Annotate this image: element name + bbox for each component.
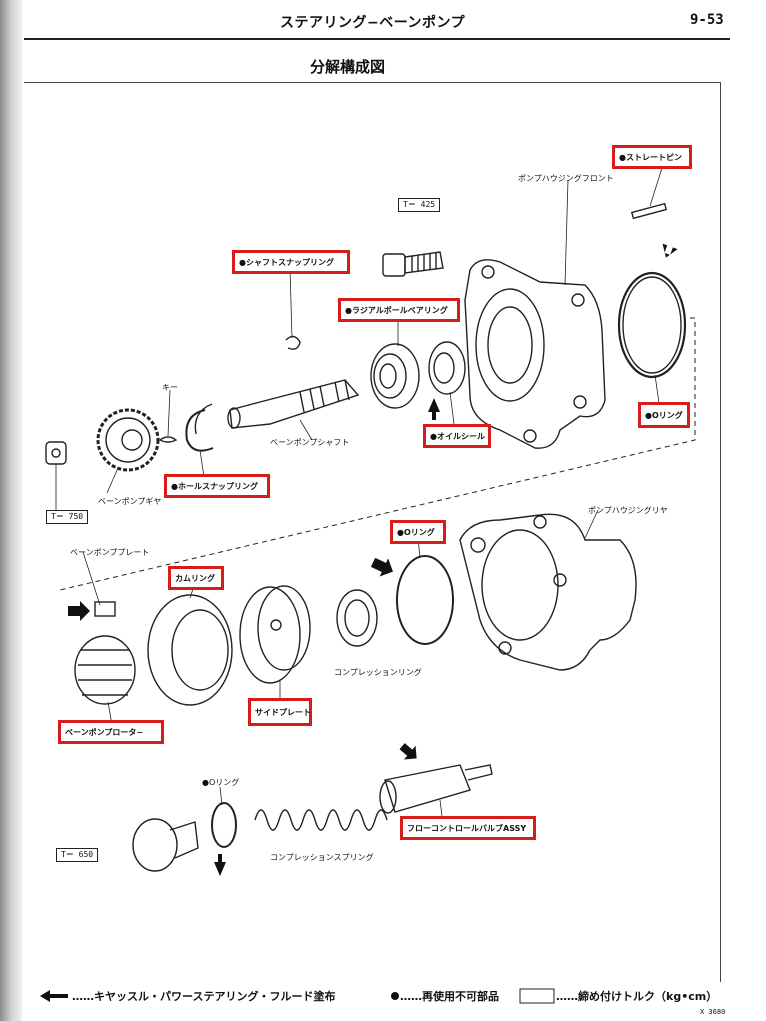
header-title: ステアリング−ベーンポンプ xyxy=(280,15,466,31)
legend-arrow-icon xyxy=(40,990,68,1002)
label-radial-ball-bearing: ●ラジアルボールベアリング xyxy=(338,298,460,322)
label-pump-housing-rear: ポンプハウジングリヤ xyxy=(588,506,668,515)
book-binding-shadow xyxy=(0,0,22,1021)
page-number: 9-53 xyxy=(690,12,724,28)
label-oil-seal: ●オイルシール xyxy=(423,424,491,448)
o-ring-large-part xyxy=(617,271,687,379)
vane-plate-part xyxy=(94,601,116,617)
o-ring-2-part xyxy=(396,555,454,645)
frame-right-line xyxy=(720,82,721,982)
bolt-part xyxy=(382,251,444,277)
vane-pump-shaft-part xyxy=(227,379,360,429)
figure-code: X 3680 xyxy=(700,1008,726,1016)
fluid-arrow-icon-1 xyxy=(662,243,678,258)
legend-dot-icon xyxy=(391,992,399,1000)
radial-bearing-part xyxy=(370,343,420,409)
compression-ring-part xyxy=(336,589,378,647)
oil-seal-part xyxy=(428,341,466,395)
label-vane-pump-plate: ベーンポンププレート xyxy=(70,548,150,557)
section-title: 分解構成図 xyxy=(310,58,386,76)
flow-control-valve-part xyxy=(379,764,493,814)
pump-housing-rear-part xyxy=(459,513,637,671)
label-vane-pump-rotor: ベーンポンプロータ− xyxy=(58,720,164,744)
hole-snap-ring-part xyxy=(185,409,214,452)
label-compression-ring: コンプレッションリング xyxy=(334,668,422,677)
pump-housing-front-part xyxy=(464,259,606,449)
key-part xyxy=(158,436,178,443)
fluid-arrow-icon-4 xyxy=(68,601,90,621)
torque-plug: T＝ 650 xyxy=(56,848,99,862)
label-vane-pump-gear: ベーンポンプギヤ xyxy=(98,497,162,506)
gear-nut-part xyxy=(45,441,67,465)
fluid-arrow-icon-3 xyxy=(370,557,393,577)
label-key: キー xyxy=(162,383,178,392)
o-ring-3-part xyxy=(211,802,237,848)
legend-box-icon xyxy=(519,988,555,1004)
label-cam-ring: カムリング xyxy=(168,566,224,590)
label-flow-control-valve: フローコントロールバルブASSY xyxy=(400,816,536,840)
label-o-ring-rear: ●Oリング xyxy=(390,520,446,544)
legend-nonreusable-text: ……再使用不可部品 xyxy=(400,990,499,1003)
cam-ring-part xyxy=(147,594,233,706)
header-rule xyxy=(24,38,730,40)
side-plate-part xyxy=(239,585,311,684)
frame-top-line xyxy=(24,82,720,83)
label-pump-housing-front: ポンプハウジングフロント xyxy=(518,174,614,183)
plug-part xyxy=(132,818,199,872)
label-compression-spring: コンプレッションスプリング xyxy=(270,853,374,862)
label-o-ring-front: ●Oリング xyxy=(638,402,690,428)
shaft-snap-ring-part xyxy=(285,335,301,350)
vane-rotor-part xyxy=(74,635,136,705)
torque-gear: T＝ 750 xyxy=(46,510,89,524)
legend-torque-text: ……締め付けトルク（kg•cm） xyxy=(556,990,718,1003)
vane-pump-gear-part xyxy=(96,408,160,472)
label-shaft-snap-ring: ●シャフトスナップリング xyxy=(232,250,350,274)
label-hole-snap-ring: ●ホールスナップリング xyxy=(164,474,270,498)
torque-bolt: T＝ 425 xyxy=(398,198,441,212)
legend-fluid-text: ……キヤッスル・パワーステアリング・フルード塗布 xyxy=(72,990,336,1003)
fluid-arrow-icon-5 xyxy=(399,743,417,760)
fluid-arrow-icon-2 xyxy=(428,398,440,420)
compression-spring-part xyxy=(254,809,388,831)
label-vane-pump-shaft: ベーンポンプシャフト xyxy=(270,438,350,447)
straight-pin-part xyxy=(630,202,668,220)
label-straight-pin: ●ストレートピン xyxy=(612,145,692,169)
label-o-ring-valve: ●Oリング xyxy=(202,778,240,787)
fluid-arrow-icon-6 xyxy=(214,854,226,876)
label-side-plate: サイドプレート xyxy=(248,698,312,726)
